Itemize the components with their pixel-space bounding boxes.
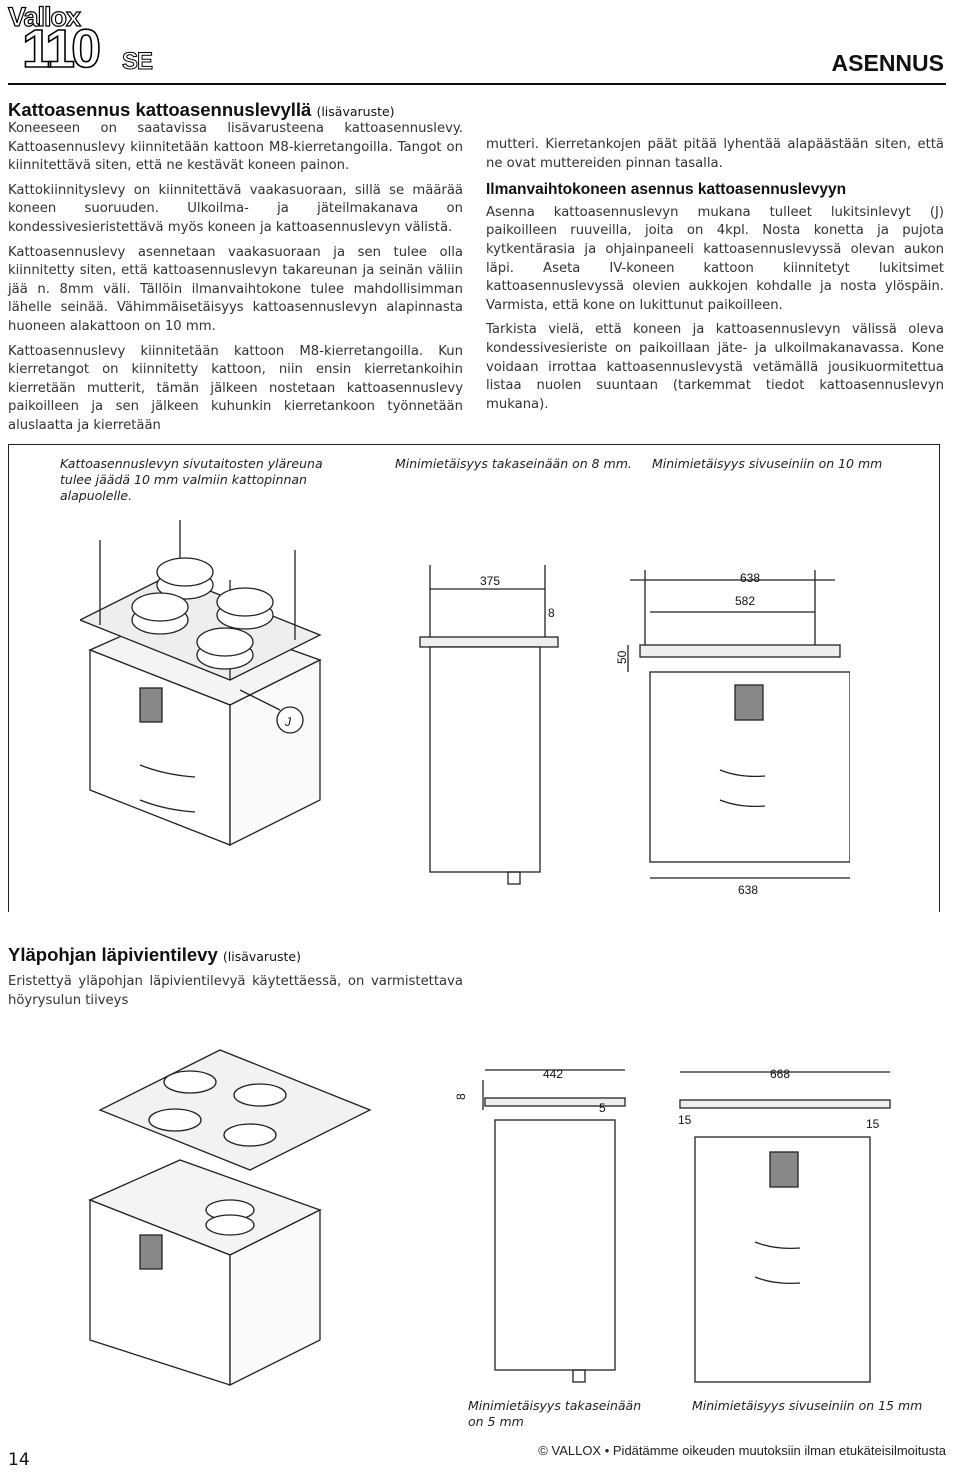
dim-8-vertical: 8	[455, 1093, 468, 1100]
figure2-caption-right: Minimietäisyys sivuseiniin on 15 mm	[692, 1398, 923, 1413]
section1-title-note: (lisävaruste)	[316, 104, 395, 119]
section2-title: Yläpohjan läpivientilevy	[8, 944, 218, 965]
side-view-drawing-2: 442 8 5	[455, 1067, 626, 1383]
section2-heading: Yläpohjan läpivientilevy (lisävaruste)	[8, 944, 301, 966]
dim-638-top: 638	[740, 571, 760, 585]
dim-8: 8	[548, 606, 555, 620]
dim-5: 5	[599, 1101, 606, 1115]
model-number: 110	[21, 19, 102, 79]
section2-title-note: (lisävaruste)	[222, 949, 301, 964]
dim-638-bottom: 638	[738, 883, 758, 897]
section-label: ASENNUS	[831, 50, 944, 76]
figure1-frame	[8, 444, 940, 912]
model-suffix: SE	[121, 48, 153, 76]
section1-heading: Kattoasennus kattoasennuslevyllä (lisäva…	[8, 99, 395, 121]
section1-title: Kattoasennus kattoasennuslevyllä	[8, 99, 312, 120]
dim-15-right: 15	[866, 1117, 880, 1131]
figure1-caption-left: Kattoasennuslevyn sivutaitosten yläreuna…	[60, 456, 323, 503]
pass-through-plate-isometric-drawing	[88, 1049, 372, 1387]
j-label: J	[284, 715, 292, 729]
header-rule	[8, 83, 946, 85]
dim-50: 50	[615, 650, 629, 664]
figure1-caption-right: Minimietäisyys sivuseiniin on 10 mm	[652, 456, 883, 471]
dim-582: 582	[735, 594, 755, 608]
section1-right-column: mutteri. Kierretankojen päät pitää lyhen…	[486, 136, 944, 420]
front-view-drawing: 638 582 50 638	[615, 570, 850, 897]
copyright-notice: © VALLOX • Pidätämme oikeuden muutoksiin…	[538, 1443, 946, 1458]
paragraph: Koneeseen on saatavissa lisävarusteena k…	[8, 121, 463, 174]
dim-15-left: 15	[678, 1113, 692, 1127]
paragraph: Kattoasennuslevy kiinnitetään kattoon M8…	[8, 343, 463, 433]
dim-442: 442	[543, 1067, 563, 1081]
side-view-drawing: 375 8	[419, 565, 559, 885]
dim-375: 375	[480, 574, 500, 588]
section1-left-column: Koneeseen on saatavissa lisävarusteena k…	[8, 120, 463, 442]
paragraph: Asenna kattoasennuslevyn mukana tulleet …	[486, 204, 944, 313]
dim-668: 668	[770, 1067, 790, 1081]
figure2-caption-mid: Minimietäisyys takaseinään on 5 mm	[468, 1398, 642, 1429]
brand-logo: Vallox	[7, 1, 81, 32]
page-number: 14	[8, 1450, 30, 1470]
figure1-caption-mid: Minimietäisyys takaseinään on 8 mm.	[395, 456, 632, 471]
front-view-drawing-2: 668 15 15	[678, 1067, 891, 1383]
paragraph: Kattoasennuslevy asennetaan vaakasuoraan…	[8, 244, 463, 334]
ceiling-plate-isometric-drawing: J	[80, 520, 322, 847]
subheading: Ilmanvaihtokoneen asennus kattoasennusle…	[486, 181, 847, 199]
paragraph: Kattokiinnityslevy on kiinnitettävä vaak…	[8, 182, 463, 235]
section2-paragraph: Eristettyä yläpohjan läpivientilevyä käy…	[8, 974, 463, 1008]
paragraph: Tarkista vielä, että koneen ja kattoasen…	[486, 322, 944, 412]
paragraph: mutteri. Kierretankojen päät pitää lyhen…	[486, 137, 944, 171]
